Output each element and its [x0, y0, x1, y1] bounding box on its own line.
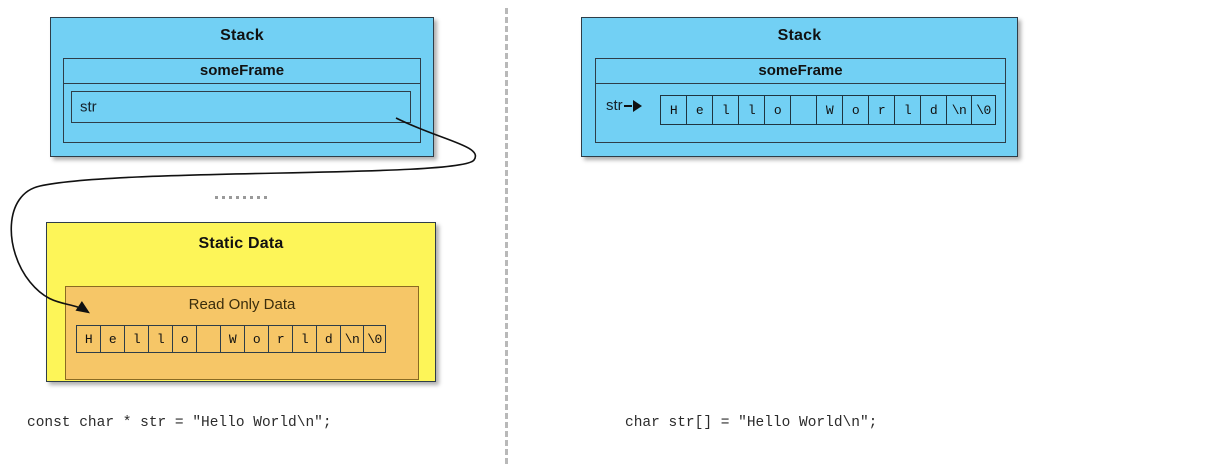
char-cell: l [894, 95, 920, 125]
char-cell: W [220, 325, 244, 353]
right-triangle-arrow-icon [632, 99, 642, 112]
char-cell: l [738, 95, 764, 125]
char-cell: e [686, 95, 712, 125]
char-cell: W [816, 95, 842, 125]
left-stack-title: Stack [220, 27, 264, 44]
char-cell: \0 [971, 95, 996, 125]
read-only-data-title: Read Only Data [188, 296, 296, 313]
left-stack-region: Stack someFrame str [50, 17, 434, 157]
char-cell: o [172, 325, 196, 353]
char-cell: o [842, 95, 868, 125]
char-cell: d [920, 95, 946, 125]
right-stack-title: Stack [777, 27, 822, 44]
left-someframe-body: str [64, 84, 420, 142]
right-code-caption: char str[] = "Hello World\n"; [625, 415, 878, 431]
char-cell [790, 95, 816, 125]
left-someframe-title: someFrame [64, 59, 420, 84]
static-data-title: Static Data [198, 235, 284, 252]
right-someframe-title: someFrame [596, 59, 1005, 84]
pointer-stem [623, 104, 632, 107]
char-cell: \n [946, 95, 971, 125]
left-code-caption: const char * str = "Hello World\n"; [27, 415, 332, 431]
char-cell: l [712, 95, 738, 125]
right-str-label: str [606, 97, 623, 114]
char-cell [196, 325, 220, 353]
char-cell: H [76, 325, 100, 353]
left-str-label: str [80, 98, 97, 116]
left-ellipsis [215, 196, 267, 199]
char-cell: H [660, 95, 686, 125]
right-str-pointer: str [606, 97, 642, 114]
char-cell: \n [340, 325, 363, 353]
char-cell: \0 [363, 325, 386, 353]
char-cell: d [316, 325, 340, 353]
char-cell: l [124, 325, 148, 353]
left-someframe-box: someFrame str [63, 58, 421, 143]
char-cell: l [148, 325, 172, 353]
char-cell: o [244, 325, 268, 353]
char-cell: l [292, 325, 316, 353]
char-cell: r [268, 325, 292, 353]
char-cell: o [764, 95, 790, 125]
char-cell: e [100, 325, 124, 353]
panel-divider [505, 8, 508, 464]
left-str-slot: str [71, 91, 411, 123]
char-cell: r [868, 95, 894, 125]
